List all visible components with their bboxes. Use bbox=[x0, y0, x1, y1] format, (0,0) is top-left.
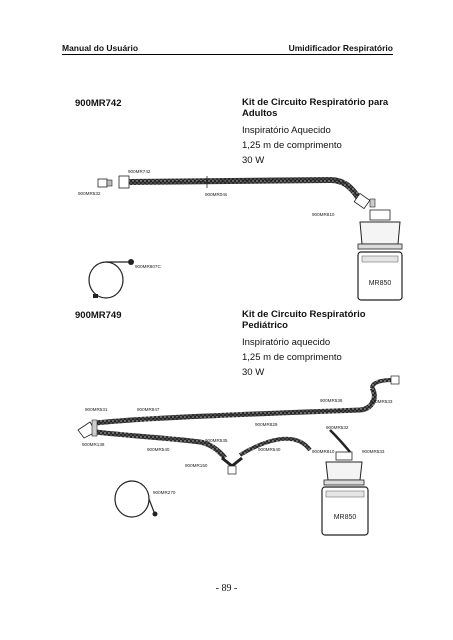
adult-circuit-figure: MR850 900MR742 900MR532 900MR04s 900MR81… bbox=[78, 169, 403, 301]
header-product-title: Umidificador Respiratório bbox=[288, 43, 393, 53]
label-e: 900MR540 bbox=[147, 447, 170, 452]
label-m: 900MR150 bbox=[185, 463, 208, 468]
kit2-detail-1: Inspiratório aquecido bbox=[242, 337, 331, 348]
adapter-part bbox=[97, 178, 113, 188]
kit2-detail-2: 1,25 m de comprimento bbox=[242, 352, 342, 363]
tube-connector bbox=[118, 175, 130, 189]
lower-tube bbox=[95, 429, 227, 460]
humidification-chamber-2 bbox=[323, 451, 365, 486]
kit1-detail-1: Inspiratório Aquecido bbox=[242, 125, 331, 136]
kit1-detail-3: 30 W bbox=[242, 155, 265, 166]
kit2-code: 900MR749 bbox=[75, 310, 122, 321]
label-mid: 900MR04s bbox=[205, 192, 228, 197]
kit1-title-line1: Kit de Circuito Respiratório para bbox=[242, 97, 389, 108]
label-d: 900MR138 bbox=[82, 442, 105, 447]
label-c: 900MR829 bbox=[255, 422, 278, 427]
y-piece bbox=[221, 456, 243, 475]
humidification-chamber bbox=[357, 209, 403, 250]
patient-connector bbox=[77, 419, 98, 439]
label-i: 900MR533 bbox=[370, 399, 393, 404]
page-number: - 89 - bbox=[215, 583, 238, 594]
chamber-elbow bbox=[353, 192, 376, 210]
label-k: 900MR810 bbox=[312, 449, 335, 454]
lower-tube-2 bbox=[238, 436, 312, 457]
kit2-title: Kit de Circuito Respiratório Pediátrico bbox=[242, 309, 402, 331]
kit2-detail-3: 30 W bbox=[242, 367, 265, 378]
upper-tube-helix bbox=[95, 387, 375, 424]
heated-tube bbox=[128, 176, 363, 202]
label-b: 900MR847 bbox=[137, 407, 160, 412]
label-h: 900MR536 bbox=[320, 398, 343, 403]
chamber-elbow-2 bbox=[329, 429, 351, 453]
label-f: 900MR535 bbox=[205, 438, 228, 443]
label-probe: 900MR807C bbox=[135, 264, 161, 269]
top-right-connector bbox=[390, 375, 400, 385]
temperature-probe-2 bbox=[114, 480, 158, 518]
kit2-description: Kit de Circuito Respiratório Pediátrico … bbox=[242, 309, 402, 380]
kit1-title-line2: Adultos bbox=[242, 108, 278, 119]
kit1-title: Kit de Circuito Respiratório para Adulto… bbox=[242, 97, 402, 119]
label-g: 900MR540 bbox=[258, 447, 281, 452]
label-a: 900MR531 bbox=[85, 407, 108, 412]
top-right-tube bbox=[370, 378, 393, 389]
upper-heated-tube bbox=[95, 386, 377, 426]
header-rule bbox=[62, 54, 393, 55]
kit2-title-line1: Kit de Circuito Respiratório bbox=[242, 309, 366, 320]
temperature-probe bbox=[88, 259, 134, 299]
label-left-adapter: 900MR532 bbox=[78, 191, 101, 196]
label-n: 900MR270 bbox=[153, 490, 176, 495]
kit1-detail-2: 1,25 m de comprimento bbox=[242, 140, 342, 151]
kit1-description: Kit de Circuito Respiratório para Adulto… bbox=[242, 97, 402, 168]
device-label: MR850 bbox=[369, 280, 392, 287]
label-l: 900MR533 bbox=[362, 449, 385, 454]
label-j: 900MR532 bbox=[326, 425, 349, 430]
mr850-device: MR850 bbox=[357, 251, 403, 301]
device-label-2: MR850 bbox=[334, 514, 357, 521]
kit1-code: 900MR742 bbox=[75, 98, 122, 109]
mr850-device-2: MR850 bbox=[321, 486, 369, 536]
pediatric-circuit-figure: MR850 900MR531 900MR847 900MR829 900MR13… bbox=[77, 375, 400, 536]
kit2-title-line2: Pediátrico bbox=[242, 320, 288, 331]
label-top-tube: 900MR742 bbox=[128, 169, 151, 174]
label-chamber: 900MR810 bbox=[312, 212, 335, 217]
header-manual-title: Manual do Usuário bbox=[62, 43, 139, 53]
